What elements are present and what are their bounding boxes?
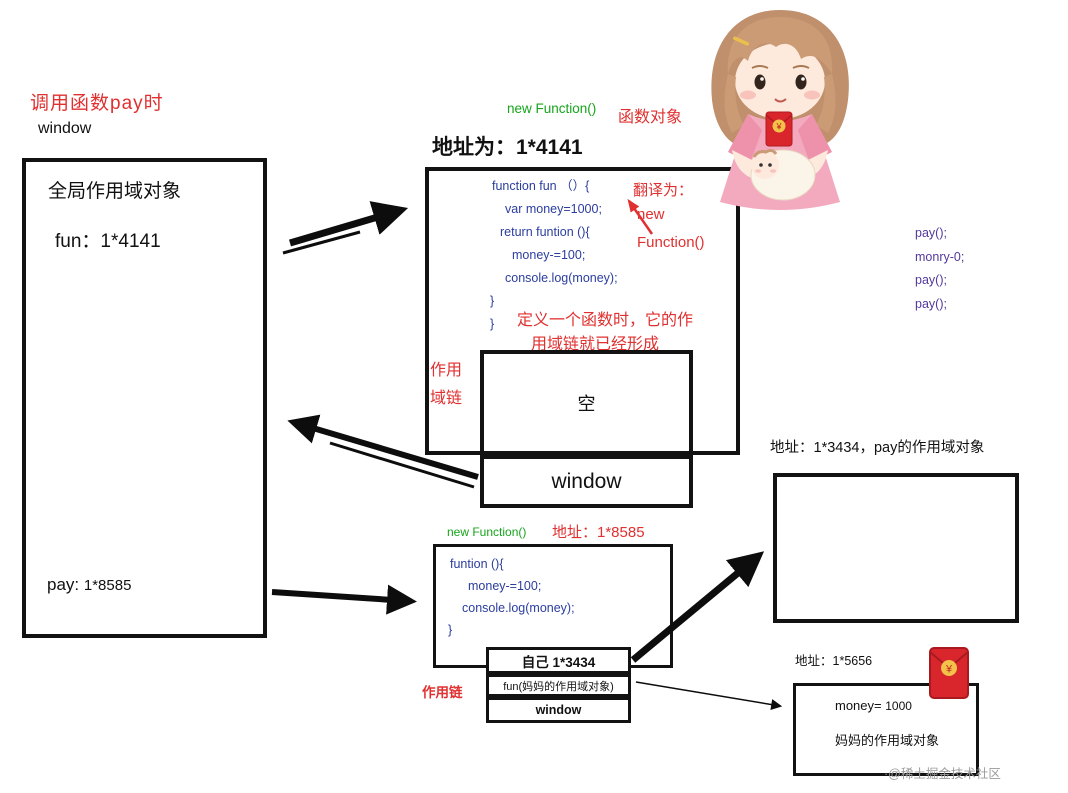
new-function-label-1: new Function()	[507, 101, 597, 116]
global-pay-entry: pay: 1*8585	[47, 575, 131, 595]
code-line: var money=1000;	[505, 202, 602, 216]
function-object-label: 函数对象	[618, 109, 683, 126]
cartoon-girl-illustration: ¥	[688, 2, 873, 222]
arrow-fun-to-mother-scope	[635, 681, 783, 710]
translate-title: 翻译为：	[633, 182, 694, 199]
fun-address-label: 地址为：1*4141	[432, 136, 583, 159]
stack-self-box: 自己 1*3434	[486, 647, 631, 674]
code-line: }	[490, 294, 495, 308]
arrow-global-to-fun-object	[289, 201, 409, 247]
empty-label: 空	[577, 393, 596, 414]
money-key: money=	[835, 698, 882, 713]
pay-scope-box	[773, 473, 1019, 623]
code-line: }	[448, 623, 453, 637]
pay-scope-chain-label: 作用链	[422, 685, 463, 700]
arrow-global-to-pay-fn	[271, 584, 417, 615]
scope-chain-label-2: 域链	[430, 390, 463, 407]
red-envelope-icon: ¥	[765, 111, 793, 147]
stack-fun-box: fun(妈妈的作用域对象)	[486, 674, 631, 697]
code-line: console.log(money);	[505, 271, 618, 285]
window-scope-box: window	[480, 455, 693, 508]
stack-fun-label: fun(妈妈的作用域对象)	[503, 680, 614, 693]
translate-line-function: Function()	[637, 234, 705, 251]
pay-value: 1*8585	[83, 577, 132, 594]
code-line: return funtion (){	[500, 225, 590, 239]
pay-fn-code: funtion (){ money-=100; console.log(mone…	[445, 553, 575, 641]
pay-key: pay:	[47, 575, 80, 594]
pay-fn-address: 地址：1*8585	[552, 524, 645, 541]
empty-scope-box: 空	[480, 350, 693, 455]
call-list: pay(); monry-0; pay(); pay();	[915, 222, 964, 316]
mother-scope-title: 妈妈的作用域对象	[835, 733, 940, 748]
call-pay-label: 调用函数pay时	[30, 93, 164, 114]
code-line: function fun （）{	[492, 179, 590, 193]
call-line: monry-0;	[915, 249, 965, 264]
code-line: console.log(money);	[462, 601, 575, 615]
call-line: pay();	[915, 226, 947, 240]
stack-window-label: window	[535, 703, 582, 717]
mother-money-entry: money= 1000	[835, 698, 912, 713]
mother-scope-box	[793, 683, 979, 776]
code-line: }	[490, 317, 495, 331]
new-function-label-2: new Function()	[447, 525, 527, 539]
stack-self-label: 自己 1*3434	[521, 654, 596, 670]
money-value: 1000	[885, 699, 912, 713]
pay-scope-title: 地址：1*3434，pay的作用域对象	[770, 440, 985, 456]
code-line: money-=100;	[512, 248, 586, 262]
call-line: pay();	[915, 296, 947, 311]
global-scope-title: 全局作用域对象	[48, 181, 182, 202]
call-line: pay();	[915, 273, 947, 287]
mother-address-label: 地址：1*5656	[795, 654, 873, 668]
watermark: ·@稀土掘金技术社区	[884, 767, 1001, 781]
stack-window-box: window	[486, 697, 631, 723]
scope-note-line2: 用域链就已经形成	[531, 336, 660, 353]
red-envelope-icon: ¥	[928, 646, 970, 705]
global-fun-entry: fun：1*4141	[55, 231, 161, 252]
window-top-label: window	[38, 120, 92, 137]
code-line: funtion (){	[450, 557, 504, 571]
envelope-yuan-glyph: ¥	[945, 664, 953, 676]
window-label: window	[551, 469, 622, 493]
fun-code: function fun （）{ var money=1000; return …	[440, 175, 618, 336]
code-line: money-=100;	[468, 579, 542, 593]
translate-line-new: new	[637, 206, 665, 223]
scope-note-line1: 定义一个函数时，它的作	[517, 312, 694, 329]
arrow-global-to-fun-object-sketch	[282, 230, 361, 255]
global-scope-box	[22, 158, 267, 638]
scope-chain-label-1: 作用	[430, 362, 463, 379]
envelope-yuan-glyph: ¥	[775, 122, 782, 132]
